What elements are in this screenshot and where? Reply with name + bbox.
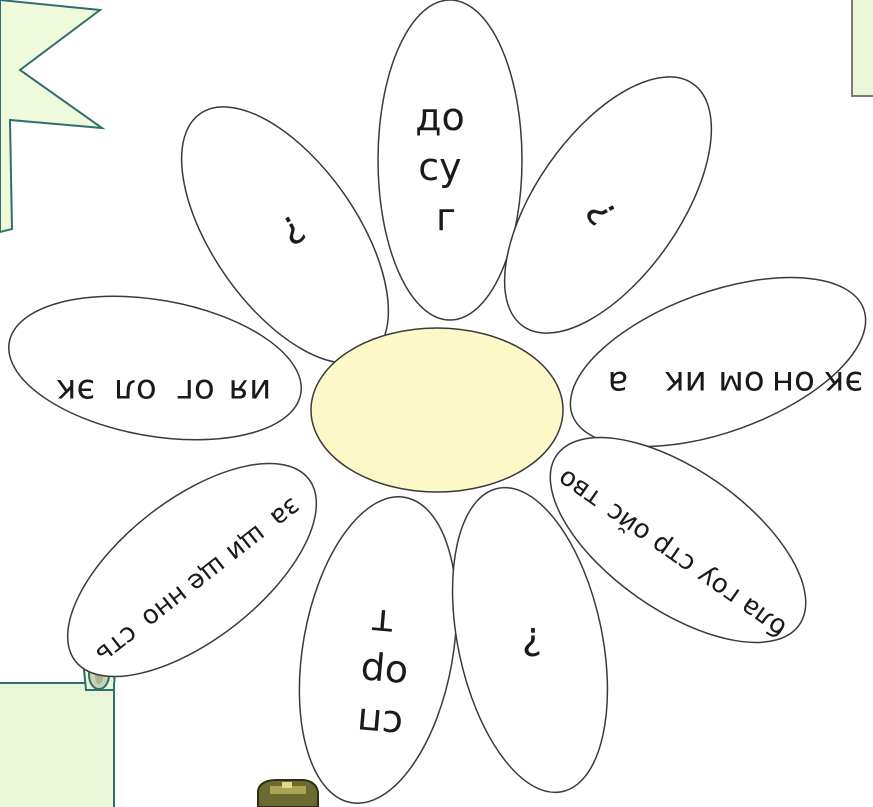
- petal-line: г: [436, 195, 456, 239]
- petal-line: эк: [56, 371, 95, 411]
- petal-line: он: [772, 363, 815, 403]
- petal-line: ол: [114, 371, 157, 411]
- chest-icon: [258, 780, 318, 807]
- petal-line: ог: [176, 371, 215, 411]
- petal-line: сп: [355, 699, 404, 747]
- flower-center: [311, 328, 563, 492]
- petal-line: ия: [229, 371, 272, 411]
- scroll-decoration: [0, 661, 115, 807]
- petal-dosug: до су г: [378, 0, 522, 320]
- petal-line: ор: [359, 649, 410, 697]
- petal-question-text: ?: [522, 619, 542, 663]
- petal-line: ом: [718, 363, 764, 403]
- petal-line: эк: [824, 363, 863, 403]
- top-right-box: [852, 0, 873, 96]
- petal-line: су: [418, 145, 461, 189]
- petal-line: ик: [664, 363, 707, 403]
- petal-line: т: [370, 600, 396, 646]
- petal-line: а: [608, 363, 629, 403]
- star-decoration: [0, 0, 102, 232]
- petal-line: до: [415, 95, 465, 139]
